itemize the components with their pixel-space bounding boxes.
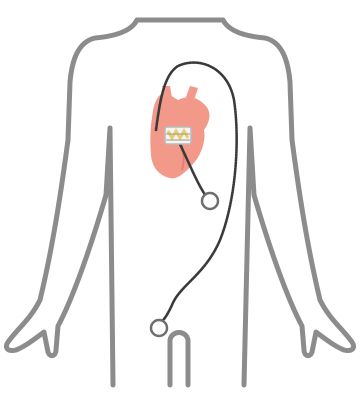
valve-implant-icon	[165, 127, 191, 144]
access-ring-lower	[151, 320, 167, 336]
torso-outline-right	[223, 20, 354, 385]
inner-leg-left	[170, 333, 188, 386]
access-ring-upper	[202, 193, 218, 209]
torso-outline	[6, 20, 137, 385]
human-body-outline-icon	[6, 20, 353, 385]
